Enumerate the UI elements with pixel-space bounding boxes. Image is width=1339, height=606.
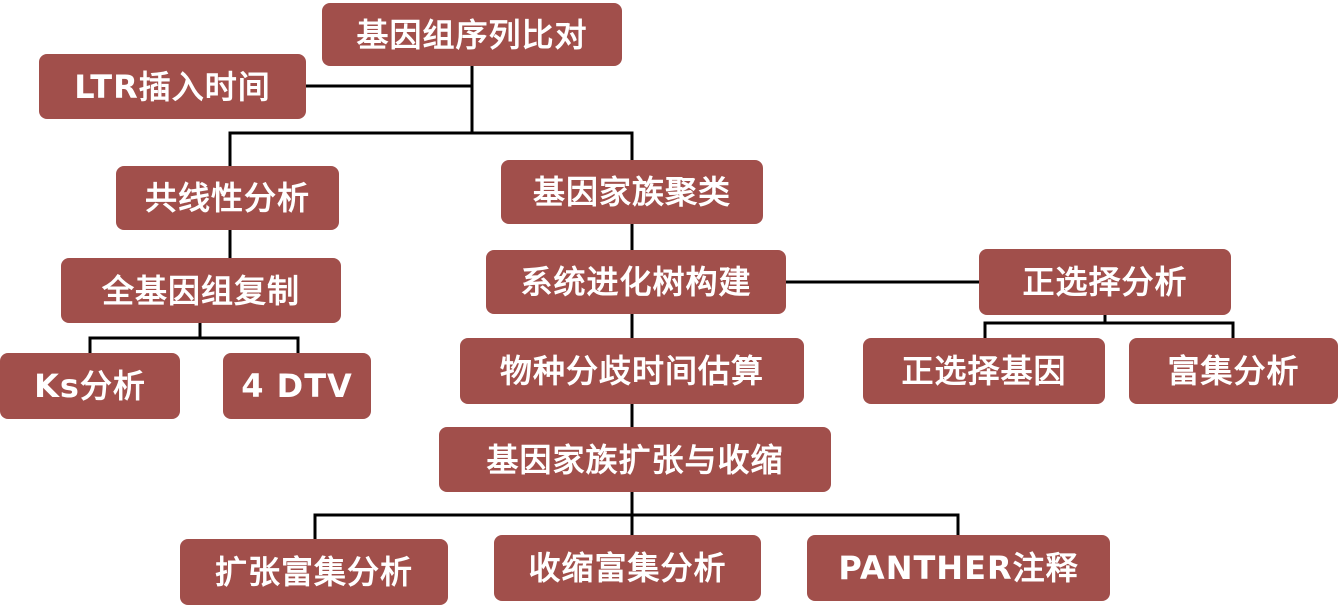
node-enrichment-analysis: 富集分析 <box>1129 338 1338 404</box>
node-contraction-enrichment: 收缩富集分析 <box>494 535 761 601</box>
node-expansion-enrichment: 扩张富集分析 <box>180 539 448 605</box>
node-positive-selected-genes: 正选择基因 <box>863 338 1105 404</box>
node-4dtv: 4 DTV <box>223 353 371 419</box>
node-positive-selection: 正选择分析 <box>979 249 1231 315</box>
node-synteny-analysis: 共线性分析 <box>116 166 339 230</box>
node-ltr-insertion-time: LTR插入时间 <box>39 54 306 119</box>
node-genome-alignment: 基因组序列比对 <box>322 3 622 66</box>
node-expansion-contraction: 基因家族扩张与收缩 <box>439 427 831 492</box>
node-panther-annotation: PANTHER注释 <box>807 535 1110 601</box>
node-gene-family-clustering: 基因家族聚类 <box>501 160 763 224</box>
node-ks-analysis: Ks分析 <box>0 353 180 419</box>
node-divergence-time: 物种分歧时间估算 <box>460 338 804 404</box>
node-phylogenetic-tree: 系统进化树构建 <box>486 250 786 314</box>
node-wgd: 全基因组复制 <box>61 258 341 323</box>
